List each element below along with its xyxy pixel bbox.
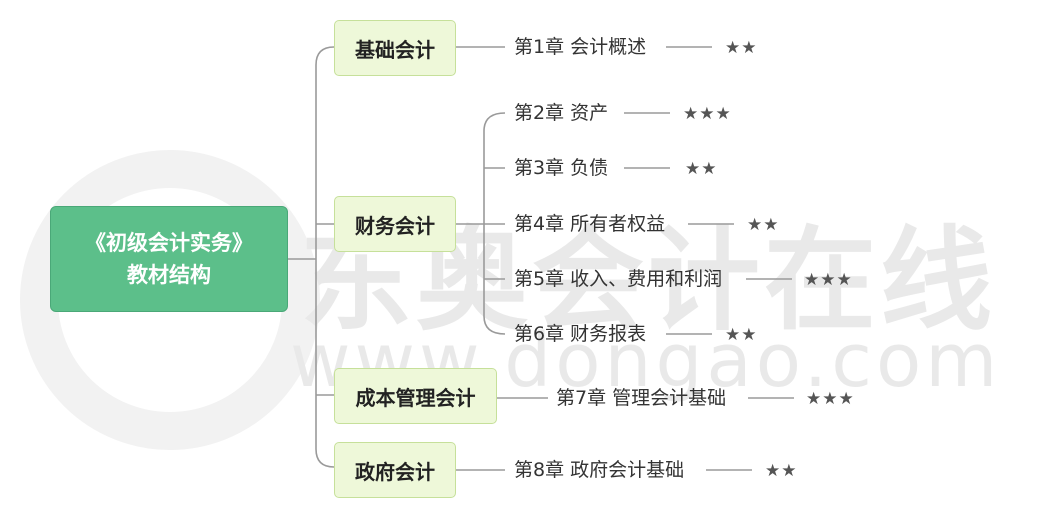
connector-trunk [315, 46, 335, 468]
node-financial-accounting: 财务会计 [334, 196, 456, 252]
chapter-7: 第7章 管理会计基础 [556, 387, 727, 409]
chapter-1: 第1章 会计概述 [514, 36, 647, 58]
chapter-4: 第4章 所有者权益 [514, 213, 666, 235]
chapter-3-stars: ★★ [685, 159, 718, 179]
chapter-2: 第2章 资产 [514, 102, 609, 124]
chapter-1-stars: ★★ [725, 38, 758, 58]
root-title-line1: 《初级会计实务》 [85, 231, 253, 255]
chapter-2-stars: ★★★ [683, 104, 732, 124]
node-cost-management-accounting: 成本管理会计 [334, 368, 497, 424]
node-government-accounting: 政府会计 [334, 442, 456, 498]
chapter-6: 第6章 财务报表 [514, 323, 647, 345]
chapter-3: 第3章 负债 [514, 157, 609, 179]
chapter-7-stars: ★★★ [806, 389, 855, 409]
root-title-line2: 教材结构 [127, 263, 211, 287]
chapter-5: 第5章 收入、费用和利润 [514, 268, 723, 290]
chapter-8-stars: ★★ [765, 461, 798, 481]
node-basic-accounting: 基础会计 [334, 20, 456, 76]
chapter-8: 第8章 政府会计基础 [514, 459, 685, 481]
chapter-5-stars: ★★★ [804, 270, 853, 290]
root-node: 《初级会计实务》 教材结构 [50, 206, 288, 312]
chapter-6-stars: ★★ [725, 325, 758, 345]
chapter-4-stars: ★★ [747, 215, 780, 235]
